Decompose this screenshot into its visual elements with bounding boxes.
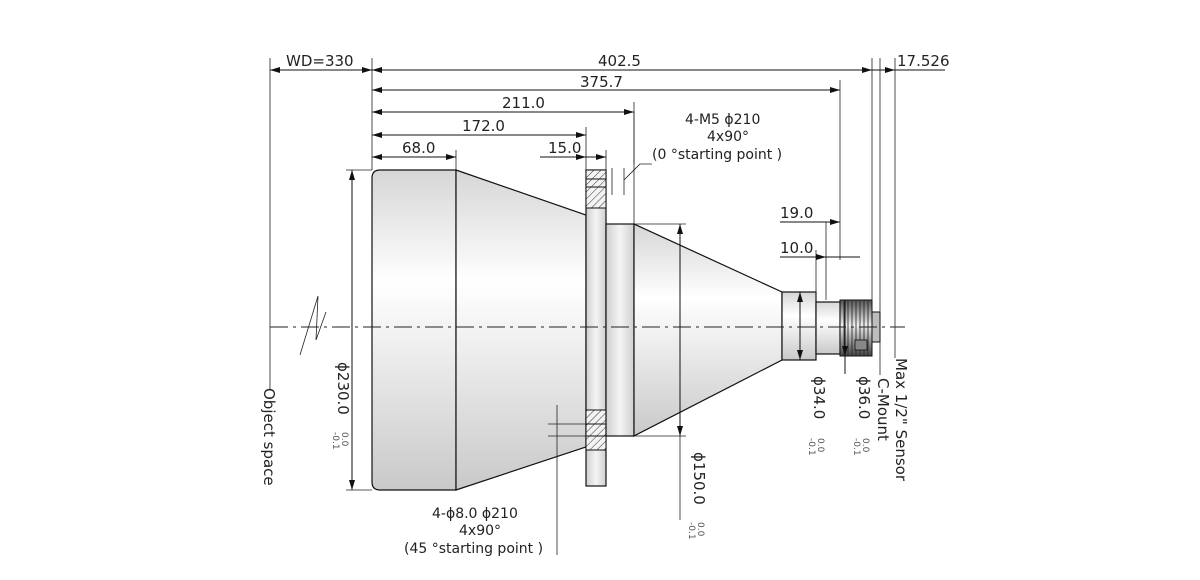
dimension-lines (270, 67, 945, 260)
front-cone (455, 169, 587, 491)
dim-211-0: 211.0 (502, 94, 545, 112)
dia-34-tol-upper: 0.0 (815, 438, 825, 453)
dia-36-tol-lower: -0.1 (851, 438, 861, 456)
rear-barrel (781, 291, 817, 361)
phi-34-group: ϕ34.0 0.0 -0.1 (806, 376, 828, 456)
object-space-label: Object space (260, 388, 278, 486)
extension-lines (269, 58, 896, 390)
dim-402-5: 402.5 (598, 52, 641, 70)
phi-150-group: ϕ150.0 0.0 -0.1 (686, 452, 708, 540)
phi-230-group: ϕ230.0 0.0 -0.1 (330, 362, 352, 450)
through-holes-note-2: 4x90° (459, 523, 501, 539)
lock-screw (854, 339, 868, 351)
dia-150-tol-upper: 0.0 (695, 522, 705, 537)
dia-230-tol-lower: -0.1 (330, 432, 340, 450)
axis-break-mark (299, 295, 327, 356)
dim-17-526: 17.526 (897, 52, 950, 70)
through-holes-note-3: (45 °starting point ) (404, 541, 543, 557)
dim-10-0: 10.0 (780, 239, 813, 257)
dia-150-tol-lower: -0.1 (686, 522, 696, 540)
diameter-lines (346, 112, 896, 555)
dim-15-0: 15.0 (548, 139, 581, 157)
lens-body (371, 169, 881, 491)
dim-68-0: 68.0 (402, 139, 435, 157)
threaded-hole-section (585, 169, 607, 209)
c-mount-label: C-Mount (874, 378, 892, 441)
dia-34-label: ϕ34.0 (810, 376, 828, 419)
dia-230-label: ϕ230.0 (334, 362, 352, 415)
threaded-holes-note-2: 4x90° (707, 129, 749, 145)
dim-375-7: 375.7 (580, 73, 623, 91)
phi-36-group: ϕ36.0 0.0 -0.1 (851, 376, 873, 456)
rear-cone (633, 223, 783, 437)
sensor-label: Max 1/2" Sensor (892, 358, 910, 482)
wd-label: WD=330 (286, 52, 354, 70)
dia-230-tol-upper: 0.0 (339, 432, 349, 447)
dim-172-0: 172.0 (462, 117, 505, 135)
threaded-holes-note-3: (0 °starting point ) (652, 147, 782, 163)
front-barrel (371, 169, 457, 491)
dia-34-tol-lower: -0.1 (806, 438, 816, 456)
step-barrel (815, 301, 841, 355)
dia-150-label: ϕ150.0 (690, 452, 708, 505)
dia-36-tol-upper: 0.0 (860, 438, 870, 453)
dia-36-label: ϕ36.0 (855, 376, 873, 419)
threaded-holes-note-1: 4-M5 ϕ210 (685, 112, 760, 128)
through-holes-note-1: 4-ϕ8.0 ϕ210 (432, 506, 518, 522)
through-hole-section (585, 409, 607, 451)
dim-19-0: 19.0 (780, 204, 813, 222)
spacer-ring (605, 223, 635, 437)
